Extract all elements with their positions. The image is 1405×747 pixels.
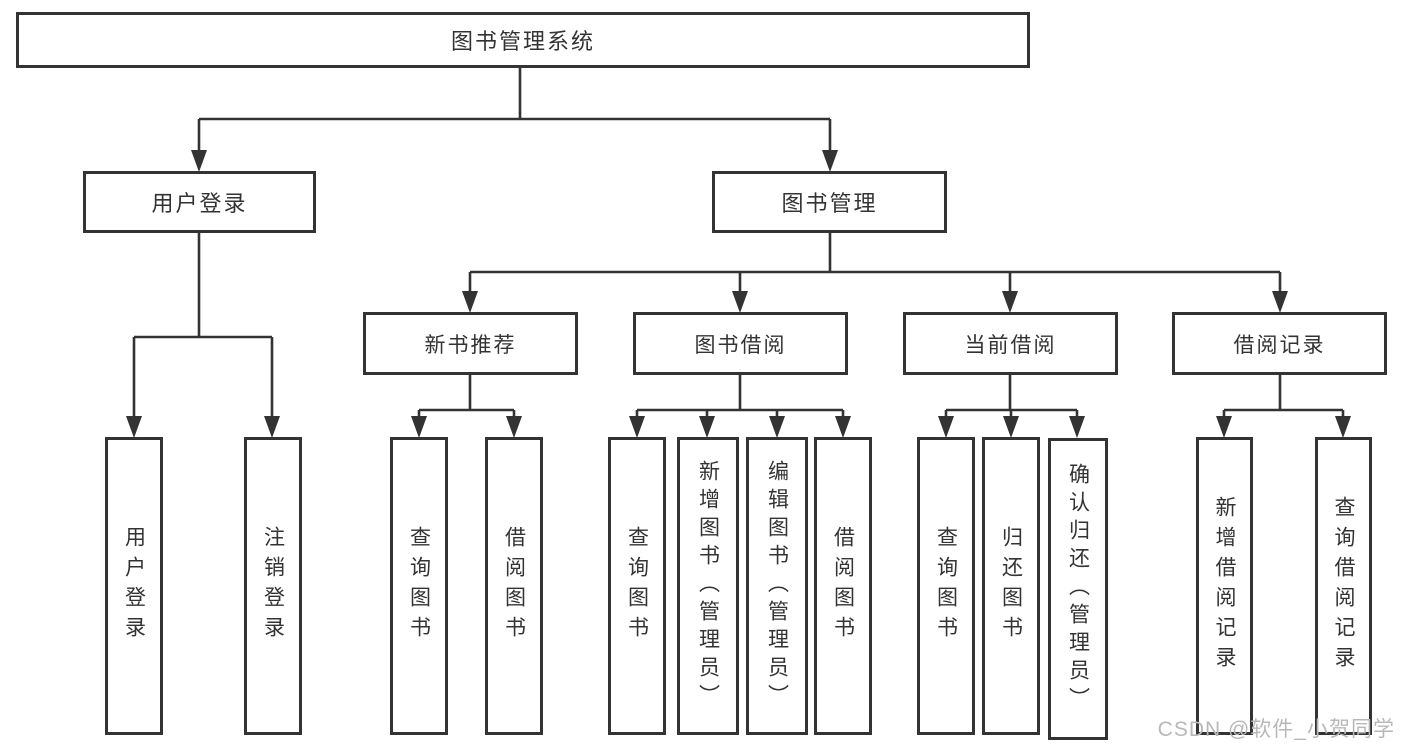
user-login-branch-line — [132, 233, 274, 420]
arrow-down-icon — [1272, 291, 1288, 313]
node-search-borrow-record: 查询借阅记录 — [1315, 437, 1372, 735]
node-search-books-borrowing: 查询图书 — [608, 437, 666, 735]
node-confirm-return-admin: 确认归还（管理员） — [1048, 438, 1108, 740]
node-search-books-current: 查询图书 — [917, 437, 975, 735]
node-borrow-books-borrowing: 借阅图书 — [814, 437, 872, 735]
node-borrowing-records: 借阅记录 — [1172, 312, 1387, 375]
node-return-book: 归还图书 — [982, 437, 1040, 735]
node-edit-book-admin: 编辑图书（管理员） — [746, 437, 808, 735]
node-root-library-system: 图书管理系统 — [16, 12, 1030, 68]
arrow-down-icon — [1069, 416, 1085, 438]
arrow-down-icon — [938, 416, 954, 438]
borrow-record-branch-line — [1222, 375, 1345, 420]
node-logout: 注销登录 — [244, 437, 302, 735]
arrow-down-icon — [462, 291, 478, 313]
arrow-down-icon — [411, 416, 427, 438]
arrow-down-icon — [1335, 416, 1351, 438]
node-book-borrowing: 图书借阅 — [633, 312, 848, 375]
node-user-login: 用户登录 — [105, 437, 163, 735]
node-add-book-admin: 新增图书（管理员） — [677, 437, 739, 735]
arrow-down-icon — [126, 416, 142, 438]
arrow-down-icon — [732, 291, 748, 313]
arrow-down-icon — [629, 416, 645, 438]
arrow-down-icon — [769, 416, 785, 438]
arrow-down-icon — [506, 416, 522, 438]
node-current-borrowing: 当前借阅 — [903, 312, 1118, 375]
node-user-login-module: 用户登录 — [83, 171, 316, 233]
node-borrow-books-recommend: 借阅图书 — [485, 437, 543, 735]
node-book-management-module: 图书管理 — [712, 171, 947, 233]
arrow-down-icon — [1216, 416, 1232, 438]
book-borrow-branch-line — [635, 375, 845, 420]
arrow-down-icon — [1002, 291, 1018, 313]
arrow-down-icon — [191, 150, 207, 172]
csdn-watermark: CSDN @软件_小贺同学 — [1157, 718, 1395, 741]
arrow-down-icon — [699, 416, 715, 438]
root-branch-line — [197, 68, 832, 154]
arrow-down-icon — [264, 416, 280, 438]
node-add-borrow-record: 新增借阅记录 — [1196, 437, 1253, 735]
node-search-books-recommend: 查询图书 — [390, 437, 448, 735]
new-books-branch-line — [417, 375, 516, 420]
node-new-book-recommend: 新书推荐 — [363, 312, 578, 375]
arrow-down-icon — [822, 150, 838, 172]
arrow-down-icon — [1003, 416, 1019, 438]
book-mgmt-branch-line — [468, 233, 1282, 295]
arrow-down-icon — [835, 416, 851, 438]
current-borrow-branch-line — [944, 375, 1079, 420]
